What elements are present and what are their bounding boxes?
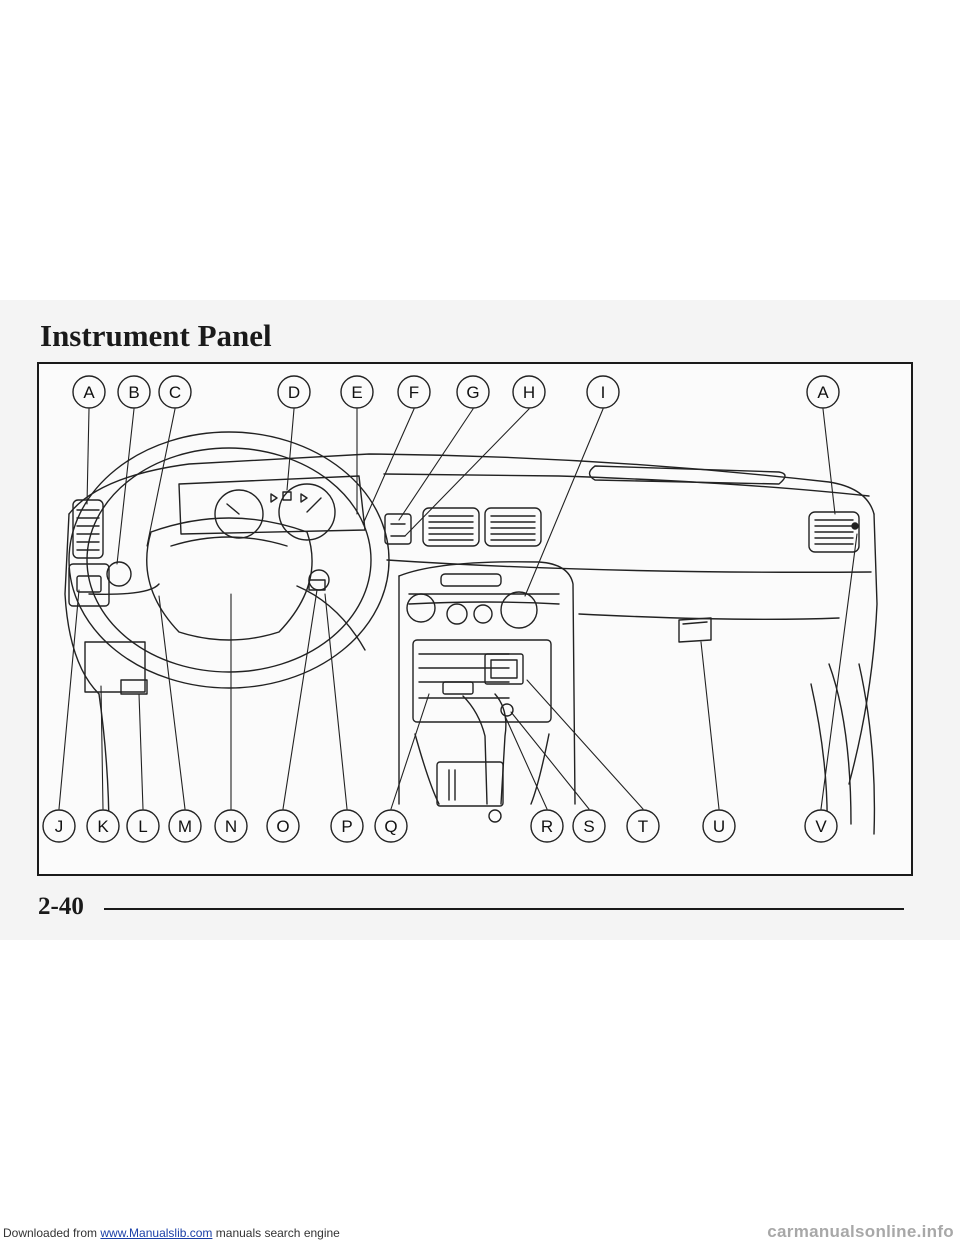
callout-o: O	[266, 809, 300, 843]
svg-text:J: J	[55, 817, 64, 836]
svg-text:O: O	[276, 817, 289, 836]
center-vents	[384, 507, 542, 547]
svg-text:T: T	[638, 817, 648, 836]
callout-k: K	[86, 809, 120, 843]
callout-c: C	[158, 375, 192, 409]
callout-h: H	[512, 375, 546, 409]
svg-text:P: P	[341, 817, 352, 836]
svg-text:E: E	[351, 383, 362, 402]
callout-a-left: A	[72, 375, 106, 409]
callout-d: D	[277, 375, 311, 409]
callout-g: G	[456, 375, 490, 409]
footer-prefix: Downloaded from	[3, 1226, 101, 1240]
steering-wheel	[68, 431, 390, 689]
svg-text:V: V	[815, 817, 827, 836]
gauge-cluster	[178, 475, 366, 541]
callout-q: Q	[374, 809, 408, 843]
callout-m: M	[168, 809, 202, 843]
callout-u: U	[702, 809, 736, 843]
page-rule	[104, 908, 904, 910]
instrument-panel-figure: A B C D E F G	[37, 362, 913, 876]
svg-text:Q: Q	[384, 817, 397, 836]
callout-f: F	[397, 375, 431, 409]
svg-text:A: A	[83, 383, 95, 402]
right-air-vent	[808, 511, 860, 553]
svg-text:N: N	[225, 817, 237, 836]
callout-n: N	[214, 809, 248, 843]
callout-v: V	[804, 809, 838, 843]
footer-suffix: manuals search engine	[212, 1226, 340, 1240]
left-air-vent	[68, 499, 148, 695]
svg-text:M: M	[178, 817, 192, 836]
svg-text:R: R	[541, 817, 553, 836]
callout-t: T	[626, 809, 660, 843]
callout-e: E	[340, 375, 374, 409]
download-footer: Downloaded from www.Manualslib.com manua…	[3, 1226, 340, 1240]
svg-text:K: K	[97, 817, 109, 836]
instrument-panel-drawing: A B C D E F G	[42, 375, 878, 843]
svg-text:U: U	[713, 817, 725, 836]
callout-i: I	[586, 375, 620, 409]
manualslib-link[interactable]: www.Manualslib.com	[100, 1226, 213, 1240]
svg-text:L: L	[138, 817, 147, 836]
svg-text:D: D	[288, 383, 300, 402]
page-number: 2-40	[38, 893, 84, 920]
center-console	[398, 561, 576, 823]
bottom-callouts: J K L M N O P	[42, 809, 838, 843]
glove-box	[578, 613, 840, 643]
svg-text:H: H	[523, 383, 535, 402]
callout-j: J	[42, 809, 76, 843]
svg-text:G: G	[466, 383, 479, 402]
svg-text:B: B	[128, 383, 139, 402]
svg-text:A: A	[817, 383, 829, 402]
callout-b: B	[117, 375, 151, 409]
callout-r: R	[530, 809, 564, 843]
svg-text:I: I	[601, 383, 606, 402]
svg-text:S: S	[583, 817, 594, 836]
top-callouts: A B C D E F G	[72, 375, 840, 409]
callout-a-right: A	[806, 375, 840, 409]
watermark: carmanualsonline.info	[767, 1222, 954, 1241]
callout-p: P	[330, 809, 364, 843]
page-title: Instrument Panel	[40, 318, 272, 353]
svg-text:C: C	[169, 383, 181, 402]
svg-text:F: F	[409, 383, 419, 402]
dashboard-outline	[64, 453, 878, 835]
leader-lines	[58, 408, 858, 810]
callout-s: S	[572, 809, 606, 843]
callout-l: L	[126, 809, 160, 843]
